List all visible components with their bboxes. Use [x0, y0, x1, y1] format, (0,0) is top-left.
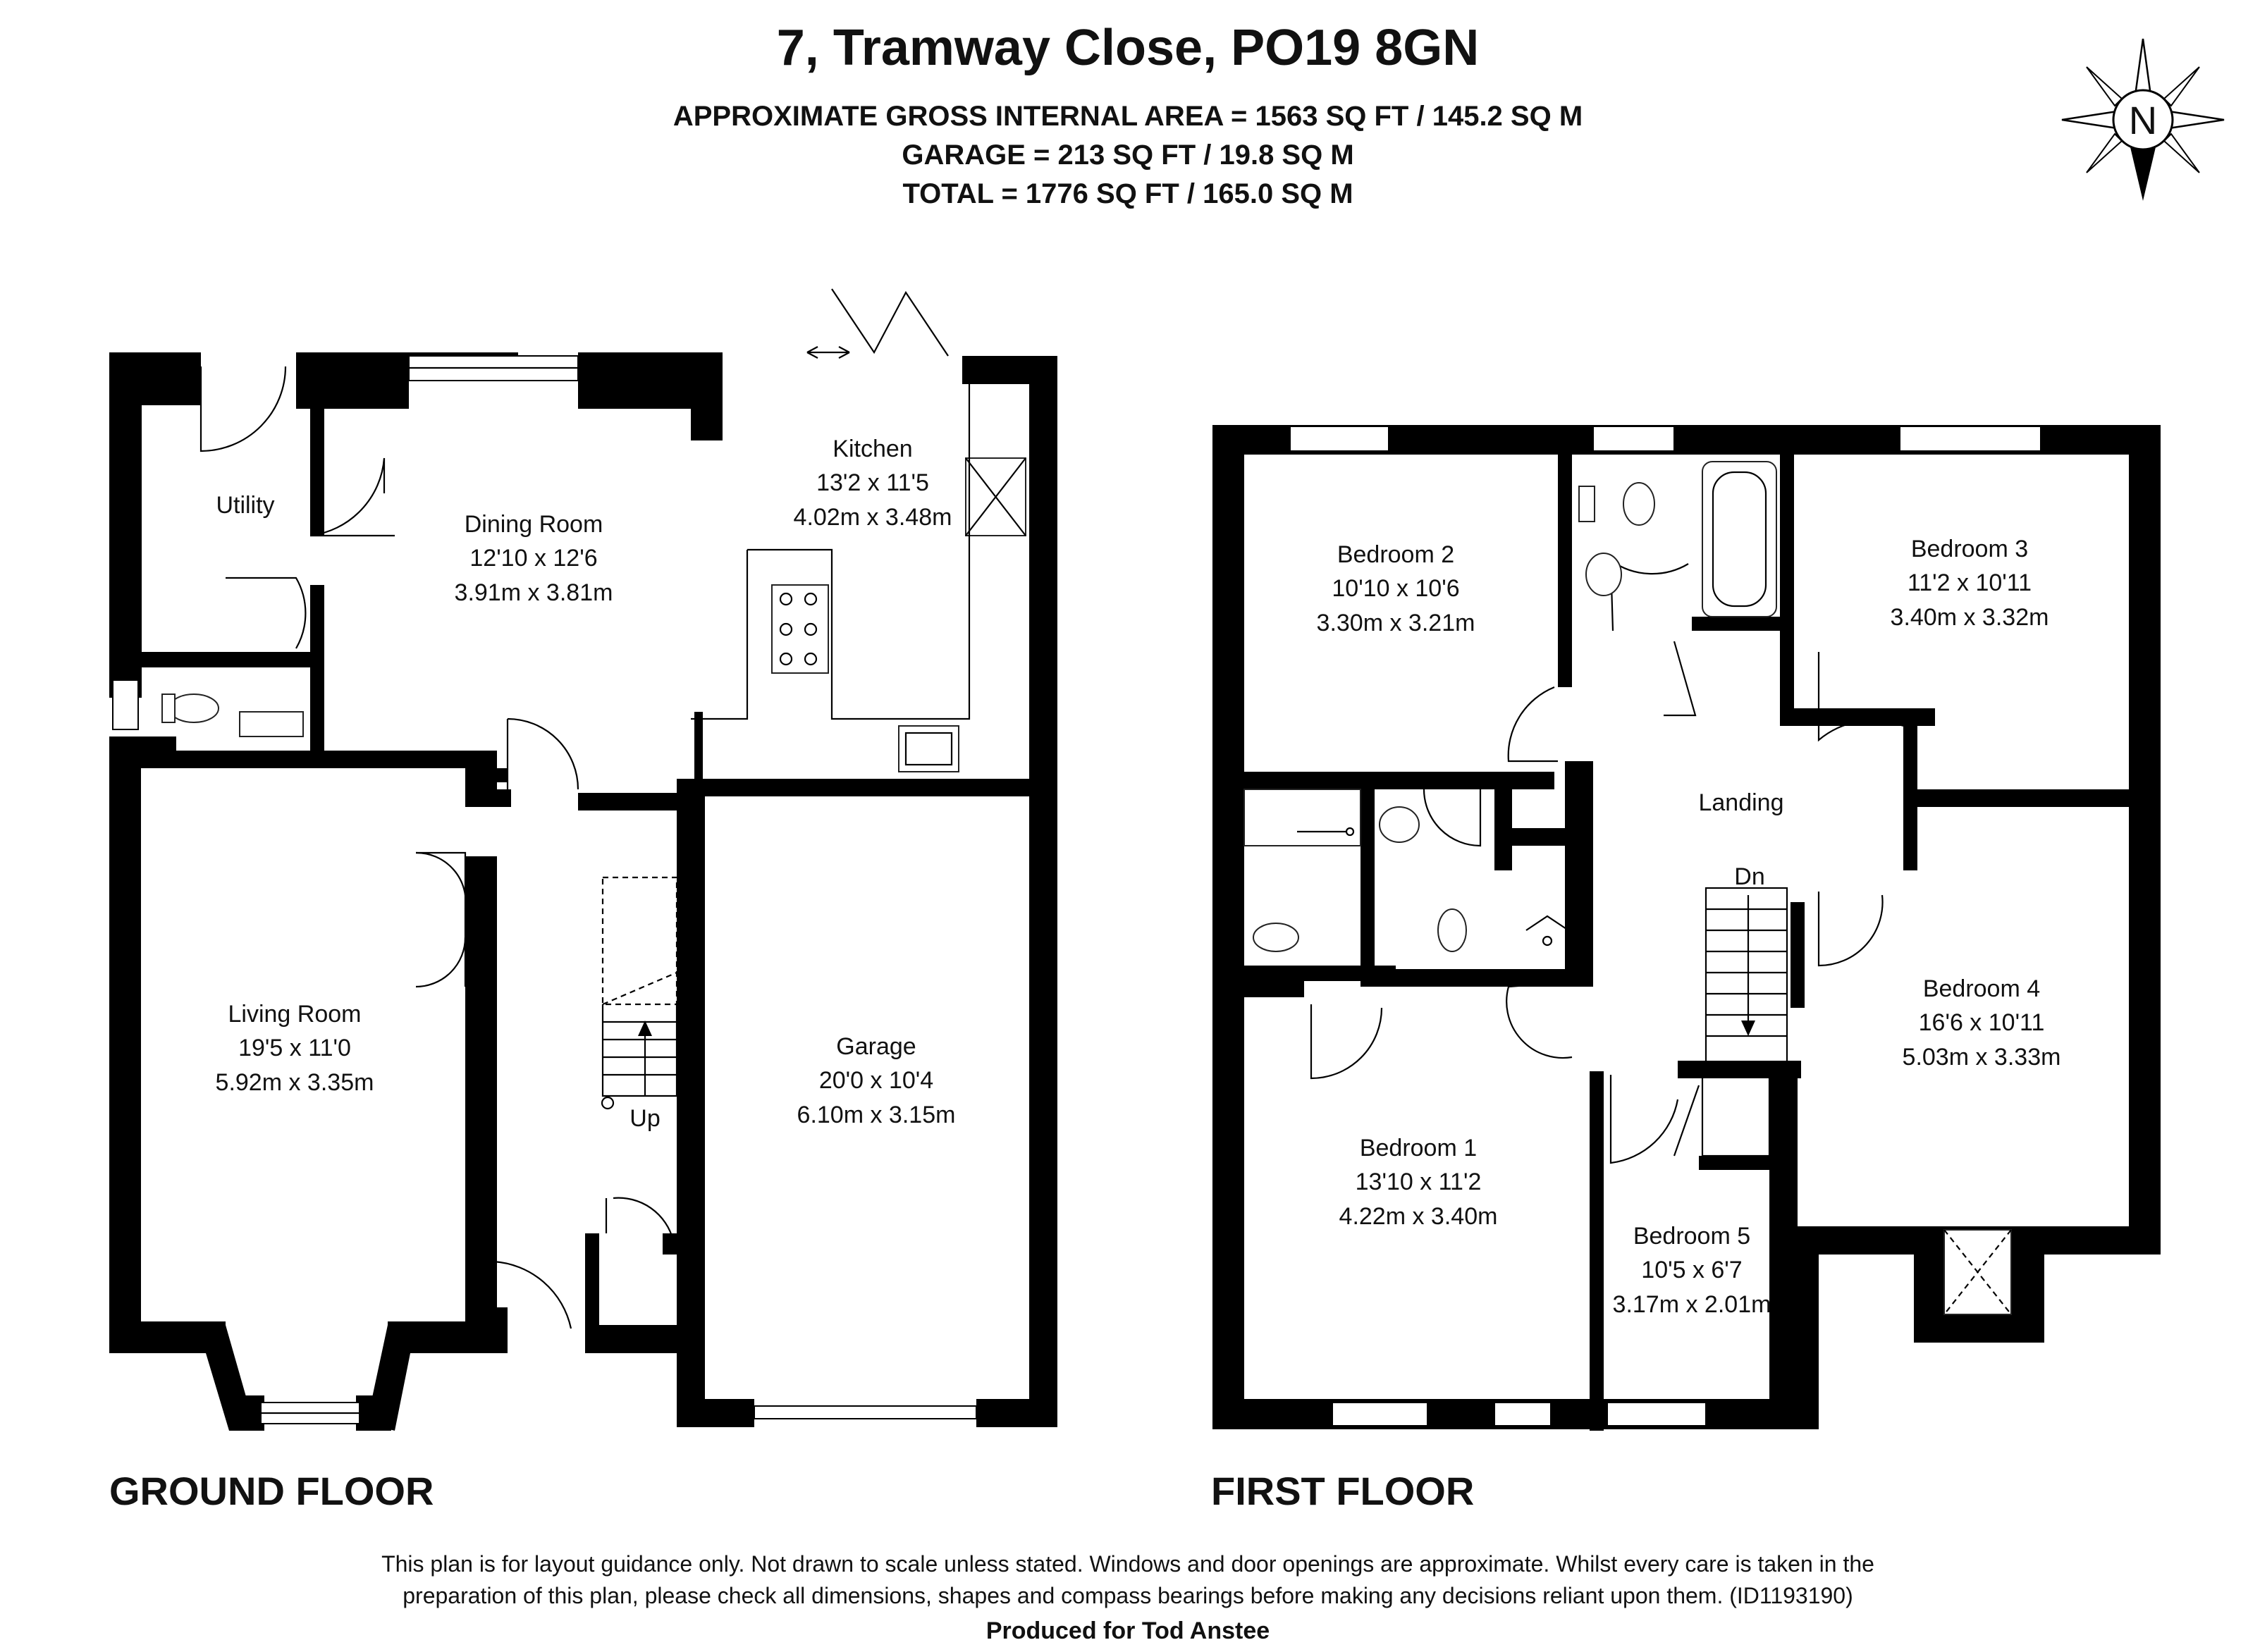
room-name-landing: Landing — [1698, 789, 1783, 816]
disclaimer-line-2: preparation of this plan, please check a… — [403, 1583, 1853, 1608]
room-imperial-dining: 12'10 x 12'6 — [469, 545, 597, 572]
page-title: 7, Tramway Close, PO19 8GN — [777, 20, 1479, 76]
room-imperial-bedroom1: 13'10 x 11'2 — [1356, 1169, 1482, 1195]
room-metric-bedroom2: 3.30m x 3.21m — [1317, 610, 1475, 636]
first-floor-label: FIRST FLOOR — [1211, 1469, 1474, 1513]
room-imperial-garage: 20'0 x 10'4 — [819, 1067, 933, 1094]
ground-floor-windows — [112, 355, 977, 1424]
first-floor-labels: Bedroom 2 10'10 x 10'6 3.30m x 3.21m Bed… — [1211, 536, 2060, 1513]
produced-for-label: Produced for Tod Anstee — [986, 1617, 1270, 1644]
ground-floor-label: GROUND FLOOR — [109, 1469, 434, 1513]
first-floor-fixtures — [1243, 461, 2012, 1315]
ground-floor-doors — [199, 288, 949, 1332]
room-name-utility: Utility — [216, 492, 274, 519]
room-metric-garage: 6.10m x 3.15m — [797, 1102, 956, 1128]
room-metric-bedroom1: 4.22m x 3.40m — [1339, 1203, 1498, 1230]
room-metric-bedroom3: 3.40m x 3.32m — [1891, 604, 2049, 631]
stairs-down-label: Dn — [1734, 863, 1764, 890]
room-metric-dining: 3.91m x 3.81m — [455, 579, 613, 606]
garage-area-line: GARAGE = 213 SQ FT / 19.8 SQ M — [902, 140, 1353, 171]
ground-floor-fixtures — [161, 384, 1026, 1110]
bathtub-icon — [1702, 461, 1777, 617]
first-floor-plan: Bedroom 2 10'10 x 10'6 3.30m x 3.21m Bed… — [1211, 425, 2161, 1513]
room-metric-bedroom4: 5.03m x 3.33m — [1903, 1044, 2061, 1071]
first-floor-windows — [1289, 426, 2041, 1426]
compass-icon: N — [2061, 38, 2225, 201]
total-area-line: TOTAL = 1776 SQ FT / 165.0 SQ M — [902, 178, 1353, 209]
compass-north-label: N — [2129, 98, 2157, 142]
room-imperial-bedroom3: 11'2 x 10'11 — [1908, 569, 2032, 596]
room-imperial-bedroom4: 16'6 x 10'11 — [1919, 1009, 2045, 1036]
toilet-icon — [168, 694, 219, 723]
basin-icon — [1585, 553, 1622, 596]
header: 7, Tramway Close, PO19 8GN APPROXIMATE G… — [673, 20, 1583, 209]
room-imperial-bedroom5: 10'5 x 6'7 — [1641, 1257, 1742, 1283]
room-metric-living: 5.92m x 3.35m — [216, 1069, 374, 1096]
room-name-dining: Dining Room — [465, 511, 603, 538]
room-imperial-kitchen: 13'2 x 11'5 — [816, 469, 929, 496]
room-imperial-living: 19'5 x 11'0 — [238, 1035, 351, 1061]
toilet-icon — [1623, 482, 1655, 526]
ground-floor-plan: Utility Dining Room 12'10 x 12'6 3.91m x… — [109, 288, 1057, 1513]
ground-floor-labels: Utility Dining Room 12'10 x 12'6 3.91m x… — [109, 436, 955, 1513]
room-name-bedroom4: Bedroom 4 — [1923, 975, 2040, 1002]
room-metric-kitchen: 4.02m x 3.48m — [794, 504, 952, 531]
first-stairs — [1705, 887, 1788, 1069]
disclaimer-line-1: This plan is for layout guidance only. N… — [381, 1551, 1874, 1577]
room-name-living: Living Room — [228, 1001, 362, 1028]
room-name-garage: Garage — [836, 1033, 916, 1060]
stairs-up-label: Up — [629, 1105, 660, 1132]
basin-icon — [239, 711, 304, 737]
hob-icon — [771, 584, 829, 674]
gross-area-line: APPROXIMATE GROSS INTERNAL AREA = 1563 S… — [673, 101, 1583, 132]
shower-icon — [1243, 789, 1361, 846]
room-name-bedroom3: Bedroom 3 — [1911, 536, 2028, 562]
first-floor-doors — [1310, 558, 1904, 1164]
basin-icon — [1379, 806, 1420, 843]
footer: This plan is for layout guidance only. N… — [381, 1551, 1874, 1644]
ground-floor-walls — [109, 352, 1057, 1431]
shower-icon — [1542, 935, 1553, 947]
room-name-kitchen: Kitchen — [833, 436, 912, 462]
toilet-icon — [1253, 923, 1299, 952]
room-name-bedroom1: Bedroom 1 — [1360, 1135, 1477, 1161]
room-metric-bedroom5: 3.17m x 2.01m — [1613, 1291, 1771, 1318]
toilet-icon — [1437, 908, 1467, 952]
room-name-bedroom2: Bedroom 2 — [1337, 541, 1454, 568]
room-imperial-bedroom2: 10'10 x 10'6 — [1332, 575, 1459, 602]
room-name-bedroom5: Bedroom 5 — [1633, 1223, 1750, 1250]
ground-stairs — [601, 876, 678, 1110]
